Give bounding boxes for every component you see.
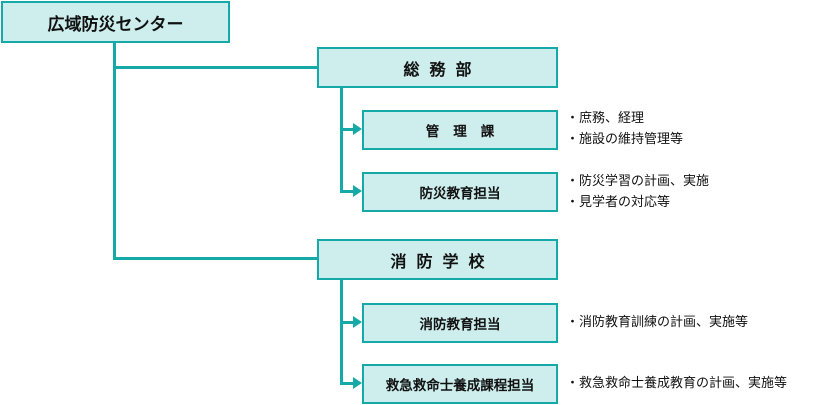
department-box-somubu: 総務部 — [317, 47, 558, 88]
connector-arrow-icon — [353, 185, 362, 197]
section-box-kanri-ka: 管理課 — [362, 110, 558, 150]
duty-item: ・救急救命士養成教育の計画、実施等 — [566, 376, 788, 391]
org-root-label: 広域防災センター — [47, 14, 184, 35]
connector-arrow-icon — [353, 123, 362, 135]
duty-item: ・見学者の対応等 — [566, 195, 671, 210]
connector-arrow-icon — [353, 316, 362, 328]
section-label: 管理課 — [425, 124, 509, 140]
duties-note-shobo-kyoiku: ・消防教育訓練の計画、実施等 — [566, 312, 748, 333]
department-box-shobo-gakko: 消防学校 — [317, 239, 558, 280]
section-label: 救急救命士養成課程担当 — [385, 378, 535, 394]
section-box-kyukyu: 救急救命士養成課程担当 — [362, 364, 558, 404]
connector-arrow-icon — [353, 377, 362, 389]
section-box-shobo-kyoiku: 消防教育担当 — [362, 303, 558, 343]
connector-to-bosai-kyoiku — [340, 190, 354, 193]
connector-to-kyukyu — [340, 382, 354, 385]
department-label: 総務部 — [403, 59, 482, 79]
connector-to-shobo-kyoiku — [340, 321, 354, 324]
connector-somubu-trunk — [340, 86, 343, 192]
duty-item: ・消防教育訓練の計画、実施等 — [566, 315, 749, 330]
duty-item: ・防災学習の計画、実施 — [566, 174, 710, 189]
section-label: 防災教育担当 — [419, 186, 501, 202]
connector-to-somubu — [113, 66, 319, 69]
org-root-box: 広域防災センター — [1, 1, 230, 43]
section-label: 消防教育担当 — [419, 317, 501, 333]
duties-note-bosai-kyoiku: ・防災学習の計画、実施 ・見学者の対応等 — [566, 171, 709, 213]
connector-to-shobo-gakko — [113, 257, 319, 260]
section-box-bosai-kyoiku: 防災教育担当 — [362, 172, 558, 212]
duty-item: ・庶務、経理 — [566, 111, 645, 126]
department-label: 消防学校 — [390, 251, 495, 271]
connector-root-trunk — [113, 42, 116, 259]
connector-gakko-trunk — [340, 279, 343, 384]
duties-note-kyukyu: ・救急救命士養成教育の計画、実施等 — [566, 373, 787, 394]
duties-note-kanri-ka: ・庶務、経理 ・施設の維持管理等 — [566, 108, 683, 150]
duty-item: ・施設の維持管理等 — [566, 132, 684, 147]
connector-to-kanri-ka — [340, 128, 354, 131]
